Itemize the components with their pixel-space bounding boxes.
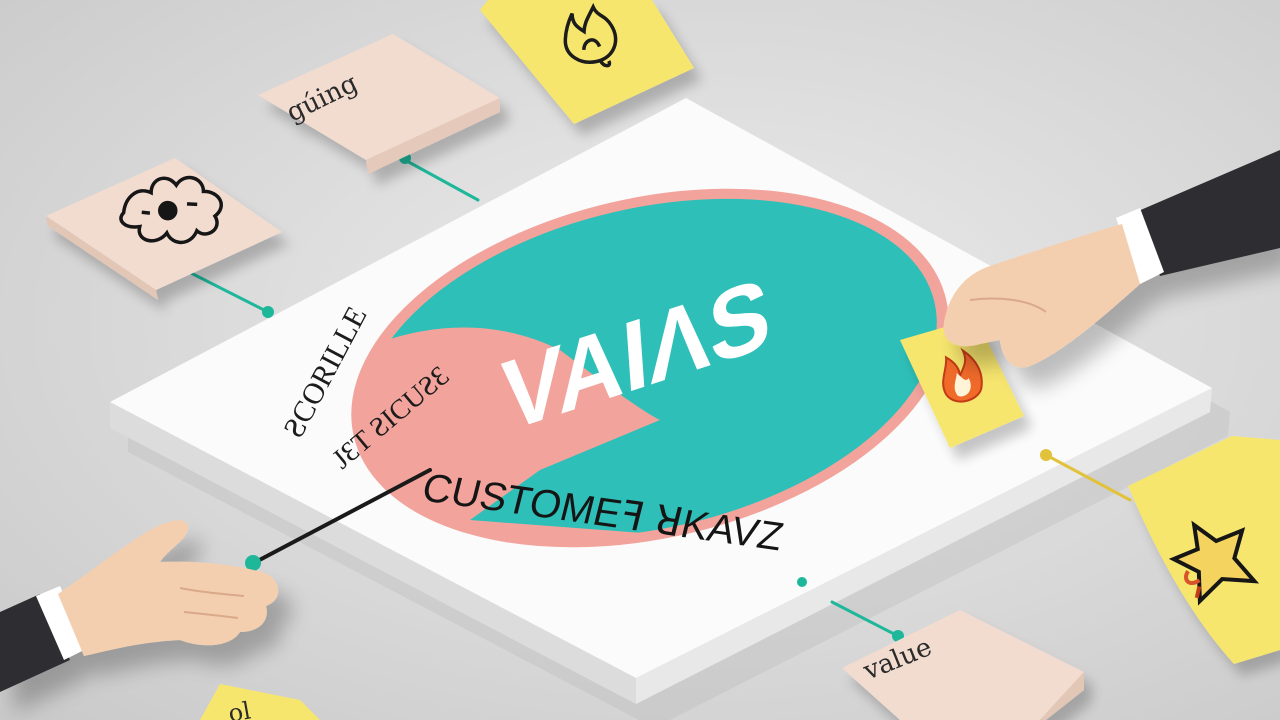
note-bottom-left: ol <box>200 684 320 720</box>
gear-doodle-icon <box>119 175 223 245</box>
star-doodle-icon <box>1168 520 1260 606</box>
note-value: value <box>842 610 1084 720</box>
note-gear <box>46 158 282 300</box>
note-star <box>1128 436 1280 664</box>
flame-icon <box>942 347 983 403</box>
note-top-yellow <box>480 0 694 124</box>
connectors <box>183 152 1132 642</box>
flame-doodle-icon <box>563 2 618 68</box>
note-top-left: gúing <box>258 34 500 174</box>
hand-right <box>943 150 1280 368</box>
circle-chart: VAIΛS <box>329 146 971 570</box>
note-flame <box>900 318 1024 448</box>
note-label-bottom-left: ol <box>226 696 253 720</box>
hand-left <box>0 520 279 692</box>
